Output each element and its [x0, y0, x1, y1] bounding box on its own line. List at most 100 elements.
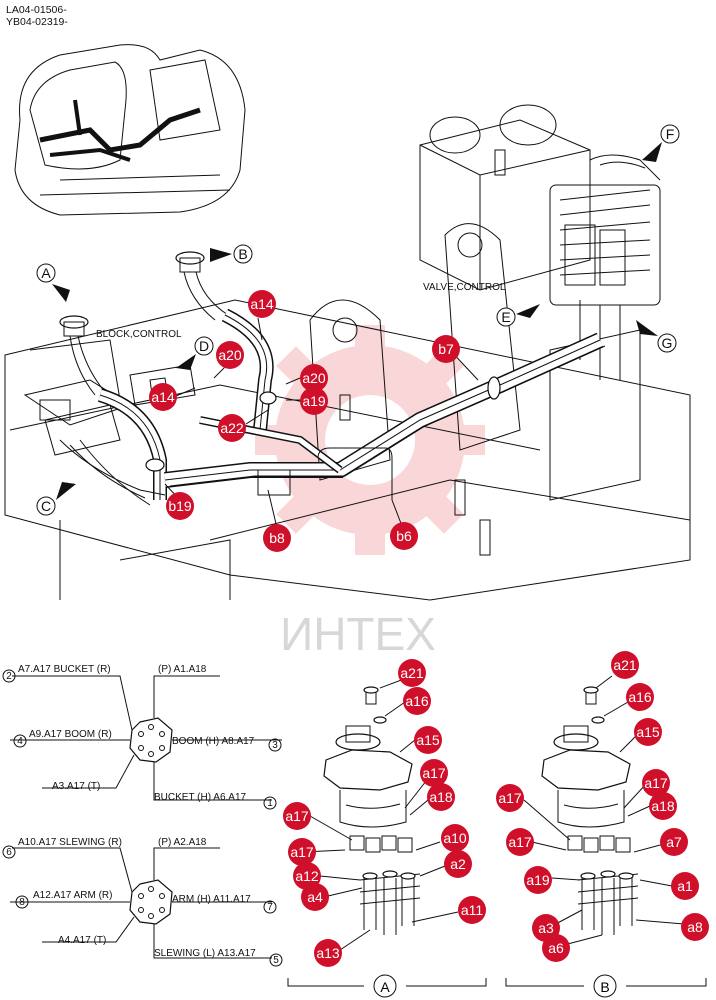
callout-badge: a1 [671, 872, 699, 900]
callout-badge: a19 [300, 387, 328, 415]
port1-num-2: 2 [6, 671, 12, 682]
svg-text:a15: a15 [416, 732, 440, 748]
callout-badge: a14 [149, 383, 177, 411]
callout-badge: a18 [427, 783, 455, 811]
port2-mid-right: ARM (H) A11.A17 [172, 894, 251, 905]
letter-b: B [238, 246, 247, 262]
detail-a-label: A [380, 979, 390, 995]
callout-badge: a15 [414, 726, 442, 754]
port-diagram-2: (P) A2.A18 6 A10.A17 SLEWING (R) 8 A12.A… [2, 837, 283, 967]
port1-bottom-right: BUCKET (H) A6.A17 [154, 792, 247, 803]
port2-mid-left: A12.A17 ARM (R) [33, 890, 112, 901]
svg-text:a21: a21 [613, 657, 637, 673]
machine-thumbnail [14, 44, 246, 216]
callout-badge: a13 [314, 939, 342, 967]
svg-text:a17: a17 [498, 790, 522, 806]
port-connector-symbol [129, 879, 173, 925]
detail-b-label: B [600, 979, 609, 995]
callout-badge: a11 [458, 896, 486, 924]
callout-badge: a8 [681, 913, 709, 941]
svg-text:a12: a12 [295, 868, 319, 884]
svg-text:a17: a17 [285, 808, 309, 824]
svg-text:a18: a18 [429, 789, 453, 805]
svg-text:a8: a8 [687, 919, 703, 935]
letter-b-marker: B [210, 244, 253, 264]
svg-text:b8: b8 [269, 530, 285, 546]
callout-badge: b19 [166, 492, 194, 520]
svg-text:a20: a20 [218, 347, 242, 363]
watermark-text: ИНТЕХ [280, 608, 436, 660]
svg-text:a4: a4 [307, 889, 323, 905]
callout-badge: b8 [263, 524, 291, 552]
svg-text:a14: a14 [151, 389, 175, 405]
view-letters: A B C D E F G [36, 124, 680, 516]
callout-badge: a16 [403, 687, 431, 715]
callout-badge: a17 [420, 759, 448, 787]
port1-bottom-left: A3.A17 (T) [52, 781, 100, 792]
port1-top-right: (P) A1.A18 [158, 664, 207, 675]
callout-badge: a18 [649, 792, 677, 820]
svg-text:a10: a10 [443, 830, 467, 846]
letter-a-marker: A [36, 263, 70, 302]
svg-text:a17: a17 [644, 775, 668, 791]
port1-mid-left: A9.A17 BOOM (R) [29, 729, 112, 740]
svg-text:a14: a14 [250, 296, 274, 312]
hose-bundles [59, 308, 606, 506]
callout-badge: a17 [283, 802, 311, 830]
port-connector-symbol [129, 717, 173, 763]
svg-text:a6: a6 [548, 940, 564, 956]
block-control-label: BLOCK,CONTROL [96, 329, 182, 340]
pilot-valve-a [59, 315, 106, 396]
control-valve [549, 154, 661, 380]
port1-mid-right: BOOM (H) A8.A17 [172, 736, 255, 747]
port1-num-4: 4 [17, 736, 23, 747]
letter-f-marker: F [642, 124, 680, 162]
port2-num-6: 6 [6, 847, 12, 858]
valve-control-label: VALVE,CONTROL [423, 282, 506, 293]
callout-badge: a21 [611, 651, 639, 679]
main-leader-lines [164, 317, 479, 529]
svg-text:a2: a2 [450, 856, 466, 872]
main-frame-drawing [4, 104, 691, 601]
svg-text:a17: a17 [290, 844, 314, 860]
detail-a-label-group: A [287, 974, 487, 998]
arrow-icon [636, 320, 658, 336]
port2-bottom-left: A4.A17 (T) [58, 935, 106, 946]
callout-badge: a19 [524, 866, 552, 894]
callout-badge: a17 [506, 828, 534, 856]
callout-badge: a17 [642, 769, 670, 797]
callout-badge: a16 [626, 683, 654, 711]
svg-text:a3: a3 [538, 920, 554, 936]
detail-a-callouts: a21 a16 a15 a17 a18 a17 a17 a10 a12 a2 a… [283, 659, 486, 967]
port1-num-3: 3 [272, 740, 278, 751]
arrow-icon [52, 284, 70, 302]
callout-badge: a15 [634, 718, 662, 746]
detail-a-exploded-view [302, 675, 459, 951]
svg-text:a7: a7 [666, 834, 682, 850]
doc-code-1: LA04-01506- [6, 4, 67, 16]
detail-b-callouts: a21 a16 a15 a17 a18 a17 a17 a7 a19 a1 a3… [496, 651, 709, 962]
callout-badge: a21 [398, 659, 426, 687]
callout-badge: a17 [288, 838, 316, 866]
callout-badge: a7 [660, 828, 688, 856]
letter-e: E [501, 309, 510, 325]
letter-d: D [199, 338, 209, 354]
callout-badge: a6 [542, 934, 570, 962]
svg-text:b19: b19 [168, 498, 192, 514]
port1-top-left: A7.A17 BUCKET (R) [18, 664, 111, 675]
callout-badge: a12 [293, 862, 321, 890]
letter-f: F [666, 126, 675, 142]
port2-bottom-right: SLEWING (L) A13.A17 [154, 948, 256, 959]
port-diagram-1: (P) A1.A18 2 A7.A17 BUCKET (R) 4 A9.A17 … [2, 664, 282, 810]
svg-text:a13: a13 [316, 945, 340, 961]
callout-badge: a2 [444, 850, 472, 878]
letter-g: G [662, 335, 673, 351]
port2-top-right: (P) A2.A18 [158, 837, 207, 848]
svg-text:a18: a18 [651, 798, 675, 814]
letter-c-marker: C [36, 482, 76, 516]
detail-b-exploded-view [523, 675, 685, 947]
svg-text:a20: a20 [302, 370, 326, 386]
port2-num-8: 8 [19, 897, 25, 908]
svg-text:a11: a11 [461, 902, 484, 918]
